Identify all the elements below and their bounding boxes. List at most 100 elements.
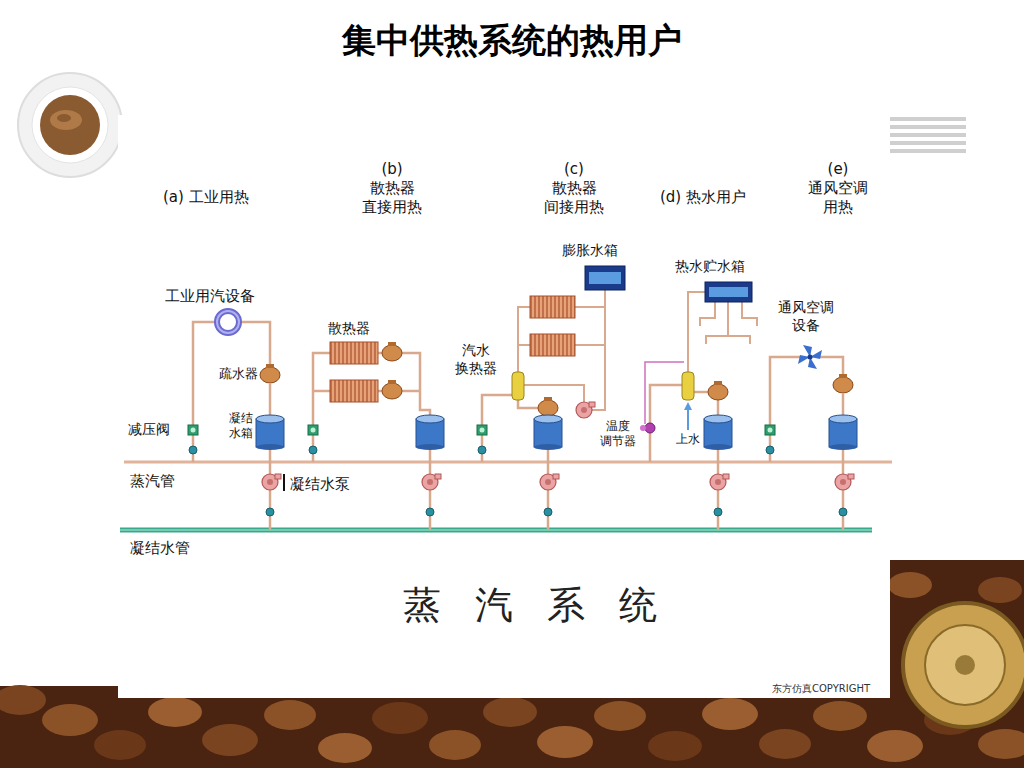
stop-valve	[544, 508, 552, 516]
steam-trap	[708, 381, 728, 400]
branch-pipes	[269, 384, 272, 419]
copyright-watermark: 东方仿真COPYRIGHT	[772, 683, 870, 695]
coffee-beans	[0, 686, 1024, 768]
branch-pipes	[402, 390, 420, 393]
user-type-heading: (b) 散热器 直接用热	[362, 160, 422, 216]
coffee-beans	[594, 701, 646, 731]
coffee-beans	[372, 702, 428, 734]
condensate-tank	[829, 415, 857, 450]
steam-pipe	[124, 462, 892, 463]
steam-trap	[260, 342, 853, 416]
water-pipes	[742, 302, 757, 326]
coffee-beans	[648, 731, 702, 761]
fan-unit	[808, 355, 813, 360]
part-label: 膨胀水箱	[562, 242, 618, 259]
steam-trap	[382, 342, 402, 361]
coffee-beans	[264, 700, 316, 730]
system-caption: 蒸汽系统	[369, 583, 692, 629]
part-label: 工业用汽设备	[165, 287, 255, 305]
coffee-beans	[318, 733, 372, 763]
coffee-beans	[702, 698, 758, 730]
coffee-cup	[18, 73, 122, 177]
radiator	[330, 296, 575, 402]
condensate-tank	[704, 415, 732, 450]
coffee-beans	[978, 729, 1024, 759]
expansion-tank	[589, 272, 621, 284]
temperature-regulator	[640, 425, 646, 431]
pressure-reducing-valve	[765, 425, 775, 435]
coffee-beans	[0, 685, 46, 715]
condensate-pipe	[120, 529, 872, 531]
pressure-reducing-valve	[308, 425, 318, 435]
water-pipes	[518, 307, 530, 372]
pressure-reducing-valve	[188, 425, 198, 435]
coffee-cup	[32, 87, 108, 163]
part-label: 凝结水泵	[290, 475, 350, 493]
industrial-steam-device	[217, 311, 239, 333]
part-label: 凝结 水箱	[229, 411, 253, 441]
branch-pipes	[770, 357, 800, 462]
water-pipes	[700, 302, 715, 326]
radiator	[330, 380, 378, 402]
condensate-pump	[262, 474, 281, 490]
water-pipes	[728, 336, 750, 344]
part-label: 通风空调 设备	[778, 299, 834, 334]
grey-stripes	[890, 119, 966, 151]
part-label: 汽水 换热器	[455, 342, 497, 377]
safe-dial	[955, 655, 975, 675]
part-label: 上水	[676, 432, 700, 446]
condensate-pipe	[120, 528, 872, 533]
water-pipes	[518, 290, 757, 410]
condensate-tank	[256, 415, 284, 450]
coffee-beans	[537, 726, 593, 758]
slide-title: 集中供热系统的热用户	[342, 20, 682, 61]
temperature-signal-line	[645, 362, 684, 424]
branch-pipes	[193, 322, 216, 462]
stop-valve	[766, 446, 774, 454]
water-pipes	[575, 306, 605, 308]
condensate-pump	[422, 474, 441, 490]
hot-water-tank	[709, 287, 748, 297]
grey-stripes	[890, 125, 966, 129]
steam-trap	[382, 380, 402, 399]
stop-valve	[309, 446, 317, 454]
condensate-pump	[262, 402, 854, 490]
heat-exchanger	[512, 372, 694, 400]
heat-exchanger	[682, 372, 694, 400]
water-pipes	[592, 290, 605, 410]
branch-pipes	[402, 353, 430, 419]
pump-label-tick	[284, 474, 285, 491]
coffee-beans	[202, 724, 258, 756]
branch-pipes	[820, 357, 843, 376]
condensate-tank	[256, 415, 857, 450]
branch-pipes	[378, 390, 382, 393]
cold-water-arrow	[684, 402, 692, 410]
coffee-beans	[483, 697, 537, 727]
branch-pipes	[240, 322, 270, 366]
water-pipes	[688, 292, 705, 372]
steam-trap	[260, 364, 280, 383]
safe-dial	[903, 603, 1024, 727]
coffee-beans	[813, 701, 867, 731]
grey-stripes	[890, 117, 966, 121]
condensate-pump	[540, 474, 559, 490]
grey-stripes	[890, 141, 966, 145]
industrial-steam-device	[217, 311, 239, 333]
temperature-signal-line	[645, 362, 684, 424]
branch-pipes	[313, 390, 330, 393]
condensate-pump	[710, 474, 729, 490]
heat-exchanger	[512, 372, 524, 400]
coffee-beans	[429, 730, 481, 760]
stop-valve	[189, 446, 847, 516]
condensate-pump	[576, 402, 595, 418]
water-pipes	[706, 302, 728, 344]
pump-label-tick	[283, 474, 285, 491]
coffee-beans	[94, 730, 146, 760]
coffee-cup	[40, 95, 100, 155]
fan-unit	[798, 345, 822, 369]
part-label: 减压阀	[128, 421, 170, 438]
stop-valve	[189, 446, 197, 454]
branch-pipes	[650, 385, 682, 462]
coffee-beans	[759, 729, 811, 759]
